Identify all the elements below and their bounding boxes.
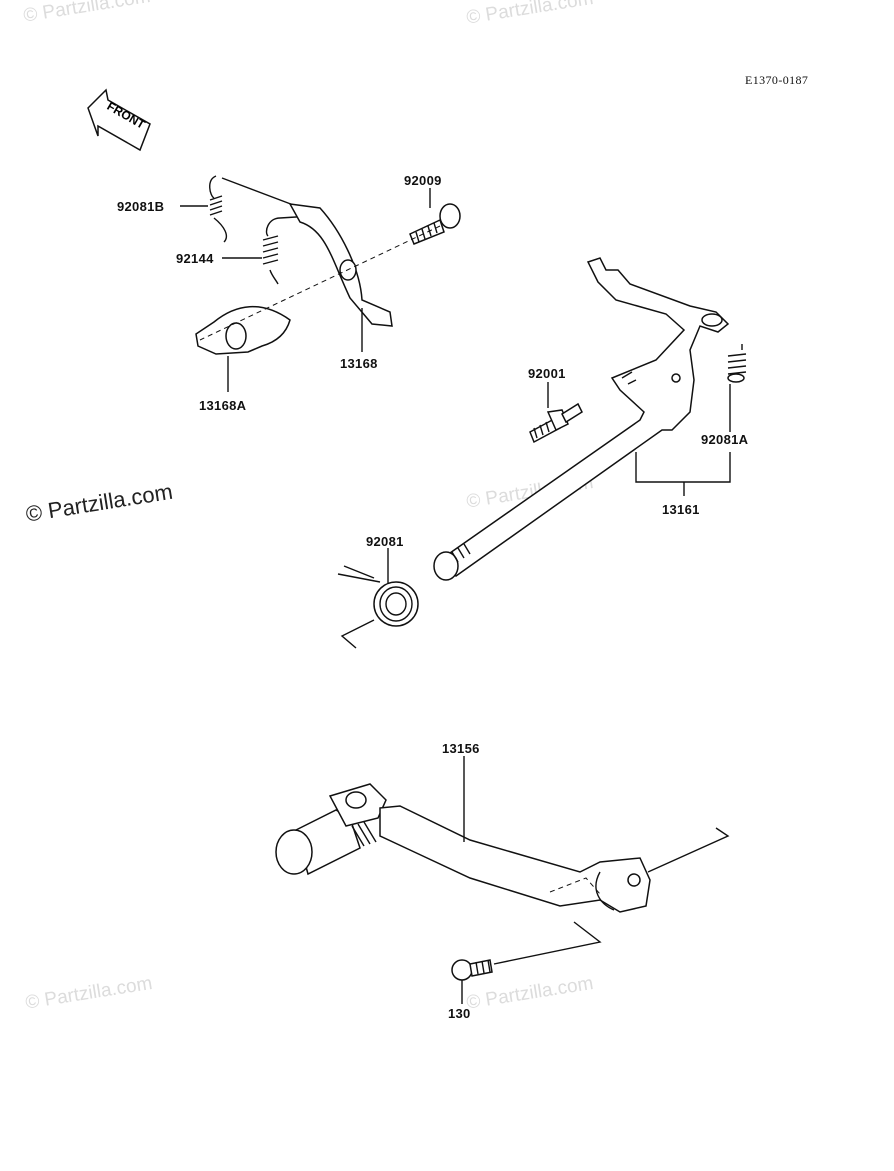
spring-92081a-icon — [727, 344, 747, 383]
bolt-130-icon — [451, 921, 602, 981]
part-label-13168[interactable]: 13168 — [340, 356, 378, 371]
part-label-130[interactable]: 130 — [448, 1006, 471, 1021]
plate-13168a-icon — [195, 306, 291, 355]
part-label-92001[interactable]: 92001 — [528, 366, 566, 381]
stud-92001-icon — [529, 402, 583, 444]
plate-13168-icon — [288, 203, 393, 327]
part-label-92144[interactable]: 92144 — [176, 251, 214, 266]
spring-92081-icon — [337, 565, 419, 649]
leader-lines — [180, 188, 731, 1004]
bolt-92009-icon — [199, 203, 461, 341]
part-label-92009[interactable]: 92009 — [404, 173, 442, 188]
part-label-13156[interactable]: 13156 — [442, 741, 480, 756]
spring-92144-icon — [262, 215, 313, 285]
shift-pedal-13156-icon — [275, 783, 730, 913]
shift-shaft-13161-icon — [433, 257, 730, 581]
part-label-13168a[interactable]: 13168A — [199, 398, 247, 413]
part-label-92081[interactable]: 92081 — [366, 534, 404, 549]
part-label-92081a[interactable]: 92081A — [701, 432, 749, 447]
diagram-code: E1370-0187 — [745, 73, 809, 87]
part-label-13161[interactable]: 13161 — [662, 502, 700, 517]
spring-92081b-icon — [209, 175, 297, 243]
front-arrow-icon: FRONT — [87, 88, 151, 152]
part-label-92081b[interactable]: 92081B — [117, 199, 165, 214]
